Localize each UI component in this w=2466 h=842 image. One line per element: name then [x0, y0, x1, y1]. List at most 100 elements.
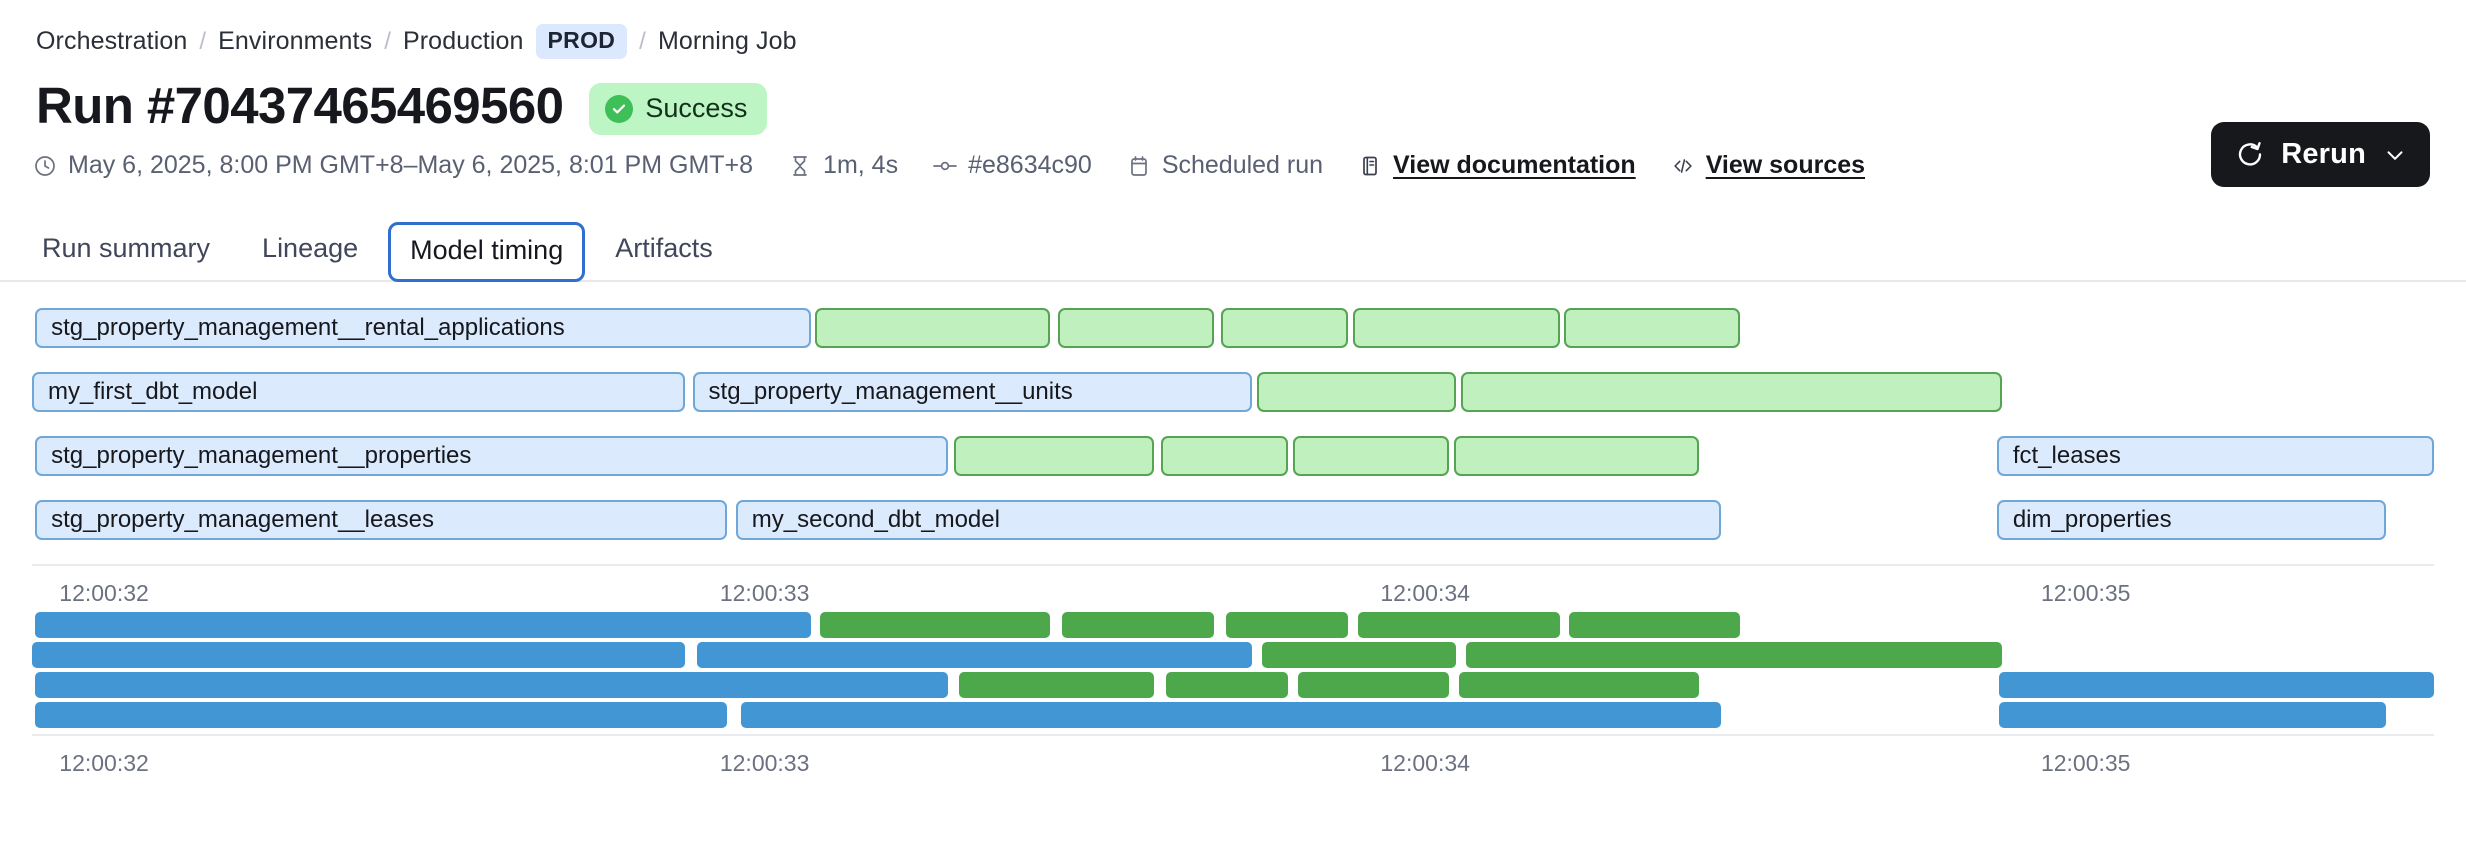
gantt-bar[interactable] [32, 642, 686, 668]
gantt-row [32, 702, 2434, 728]
gantt-row [32, 672, 2434, 698]
gantt-bar[interactable] [1357, 612, 1560, 638]
axis-tick: 12:00:35 [2040, 580, 2131, 606]
gantt-bar-stg_property_management__units[interactable]: stg_property_management__units [692, 372, 1253, 412]
gantt-row: stg_property_management__leases my_second… [32, 500, 2434, 544]
view-sources-label[interactable]: View sources [1705, 151, 1866, 179]
gantt-bar-my_second_dbt_model[interactable]: my_second_dbt_model [735, 500, 1721, 540]
meta-duration-text: 1m, 4s [823, 151, 899, 179]
status-badge: Success [589, 83, 768, 135]
breadcrumb-item-environments[interactable]: Environments [218, 27, 373, 55]
view-documentation-link[interactable]: View documentation [1357, 151, 1636, 180]
tab-run-summary[interactable]: Run summary [42, 233, 211, 263]
gantt-bar[interactable] [1165, 672, 1289, 698]
gantt-bar[interactable] [1461, 372, 2002, 412]
time-axis: 12:00:32 12:00:33 12:00:34 12:00:35 [32, 734, 2434, 782]
gantt-bar[interactable] [1453, 436, 1699, 476]
book-icon [1357, 153, 1383, 179]
tab-lineage[interactable]: Lineage [262, 233, 359, 263]
gantt-bar[interactable] [1999, 702, 2386, 728]
gantt-bar-stg_property_management__leases[interactable]: stg_property_management__leases [35, 500, 727, 540]
meta-trigger: Scheduled run [1126, 151, 1323, 180]
gantt-bar[interactable] [740, 702, 1721, 728]
gantt-bar-my_first_dbt_model[interactable]: my_first_dbt_model [32, 372, 686, 412]
meta-commit: #e8634c90 [932, 151, 1092, 180]
gantt-bar-stg_property_management__rental_applications[interactable]: stg_property_management__rental_applicat… [35, 308, 811, 348]
gantt-bar[interactable] [1062, 612, 1214, 638]
breadcrumb-item-morning-job: Morning Job [657, 27, 797, 55]
axis-tick: 12:00:35 [2040, 750, 2131, 776]
breadcrumb-separator: / [384, 27, 391, 55]
tab-bar: Run summary Lineage Model timing Artifacts [0, 196, 2466, 282]
gantt-bar-label: stg_property_management__properties [51, 442, 472, 469]
gantt-bar[interactable] [1999, 672, 2434, 698]
gantt-bar[interactable] [1057, 308, 1214, 348]
gantt-bar[interactable] [1297, 672, 1450, 698]
gantt-bar[interactable] [819, 612, 1051, 638]
gantt-bar-label: stg_property_management__leases [51, 506, 435, 533]
gantt-row: my_first_dbt_model stg_property_managemen… [32, 372, 2434, 416]
gantt-row: stg_property_management__rental_applicat… [32, 308, 2434, 352]
gantt-bar[interactable] [1261, 642, 1457, 668]
gantt-bar-label: dim_properties [2012, 506, 2172, 533]
axis-tick: 12:00:33 [719, 750, 810, 776]
view-sources-link[interactable]: View sources [1670, 151, 1865, 180]
gantt-bar[interactable] [35, 702, 727, 728]
gantt-bar[interactable] [1225, 612, 1349, 638]
gantt-bar-label: stg_property_management__units [708, 378, 1073, 405]
gantt-bar-stg_property_management__properties[interactable]: stg_property_management__properties [35, 436, 948, 476]
meta-trigger-text: Scheduled run [1161, 151, 1324, 179]
gantt-bar[interactable] [815, 308, 1051, 348]
gantt-bar-label: my_second_dbt_model [751, 506, 1000, 533]
gantt-bar[interactable] [1160, 436, 1289, 476]
page-header: Run #70437465469560 Success [0, 59, 2466, 135]
gantt-bar-label: my_first_dbt_model [48, 378, 258, 405]
gantt-row [32, 612, 2434, 638]
gantt-bar[interactable] [1293, 436, 1450, 476]
rerun-button[interactable]: Rerun [2211, 122, 2430, 187]
chevron-down-icon[interactable] [2382, 142, 2408, 168]
model-timing-solid: 12:00:32 12:00:33 12:00:34 12:00:35 [32, 612, 2434, 782]
gantt-bar[interactable] [1257, 372, 1457, 412]
gantt-bar-fct_leases[interactable]: fct_leases [1996, 436, 2434, 476]
breadcrumb-item-orchestration[interactable]: Orchestration [36, 27, 188, 55]
meta-timerange-text: May 6, 2025, 8:00 PM GMT+8–May 6, 2025, … [68, 151, 754, 179]
breadcrumb-item-prod[interactable]: PROD [535, 24, 628, 59]
model-timing-outlined: stg_property_management__rental_applicat… [32, 308, 2434, 612]
gantt-bar[interactable] [35, 612, 811, 638]
meta-duration: 1m, 4s [787, 151, 898, 180]
gantt-row [32, 642, 2434, 668]
gantt-bar[interactable] [1353, 308, 1560, 348]
status-label: Success [645, 93, 748, 123]
axis-tick: 12:00:32 [59, 750, 149, 776]
gantt-bar[interactable] [697, 642, 1253, 668]
gantt-bar[interactable] [1564, 308, 1740, 348]
model-timing-charts: stg_property_management__rental_applicat… [0, 308, 2466, 782]
git-commit-icon [932, 153, 958, 179]
rerun-label: Rerun [2281, 138, 2366, 170]
tab-model-timing[interactable]: Model timing [388, 222, 586, 282]
check-circle-icon [605, 94, 634, 123]
gantt-bar[interactable] [1465, 642, 2002, 668]
gantt-bar[interactable] [35, 672, 948, 698]
hourglass-icon [787, 153, 813, 179]
gantt-bar[interactable] [959, 672, 1154, 698]
meta-commit-text: #e8634c90 [968, 151, 1092, 179]
refresh-icon [2235, 140, 2265, 170]
gantt-bar[interactable] [1569, 612, 1740, 638]
axis-tick: 12:00:34 [1380, 580, 1470, 606]
gantt-bar[interactable] [1220, 308, 1349, 348]
gantt-row: stg_property_management__properties fct_l… [32, 436, 2434, 480]
code-brackets-icon [1670, 153, 1696, 179]
gantt-bar[interactable] [954, 436, 1154, 476]
view-documentation-label[interactable]: View documentation [1393, 151, 1636, 179]
gantt-bar-label: stg_property_management__rental_applicat… [51, 314, 565, 341]
gantt-bar-label: fct_leases [2012, 442, 2121, 469]
axis-tick: 12:00:34 [1380, 750, 1470, 776]
gantt-bar[interactable] [1458, 672, 1699, 698]
breadcrumb-item-production[interactable]: Production [402, 27, 524, 55]
gantt-bar-dim_properties[interactable]: dim_properties [1996, 500, 2386, 540]
tab-artifacts[interactable]: Artifacts [615, 233, 713, 263]
